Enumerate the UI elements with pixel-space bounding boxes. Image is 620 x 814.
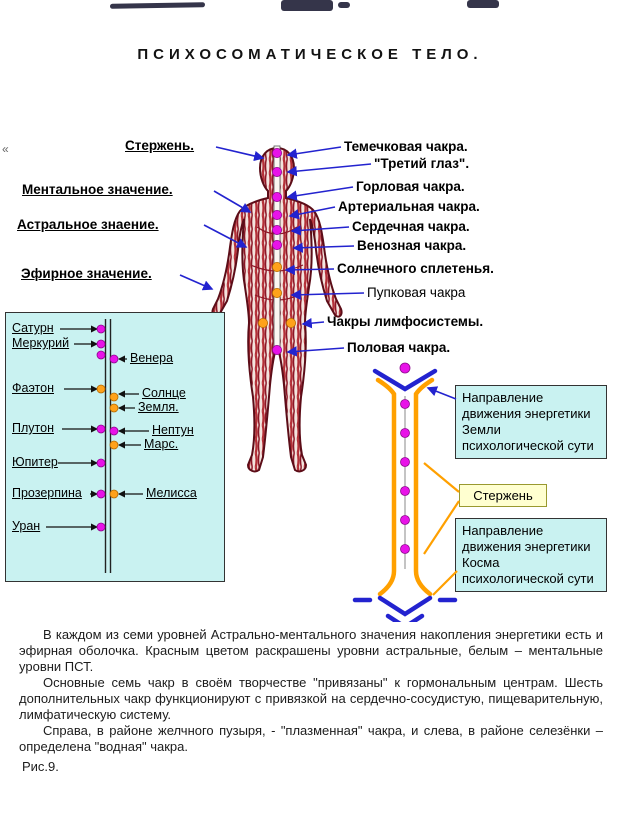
chakra-label-crown: Темечковая чакра. <box>344 139 468 154</box>
top-arrow-wings <box>372 368 438 392</box>
planet-jupiter: Юпитер <box>12 455 58 469</box>
planet-earth: Земля. <box>138 400 179 414</box>
page-title: ПСИХОСОМАТИЧЕСКОЕ ТЕЛО. <box>137 46 483 63</box>
planet-rod-graphic <box>46 319 149 573</box>
chakra-label-third-eye: "Третий глаз". <box>374 156 470 171</box>
panel-dots-magenta <box>96 324 119 532</box>
panel-arrows <box>46 325 149 531</box>
chakra-label-navel: Пупковая чакра <box>367 285 466 300</box>
planet-melissa: Мелисса <box>146 486 197 500</box>
planet-phaeton: Фаэтон <box>12 381 54 395</box>
chakra-dots-magenta <box>272 148 283 355</box>
chakra-label-venous: Венозная чакра. <box>357 238 467 253</box>
planet-proserpina: Прозерпина <box>12 486 82 500</box>
chakra-label-heart: Сердечная чакра. <box>352 219 470 234</box>
paragraph-3: Справа, в районе желчного пузыря, - "пла… <box>19 723 603 754</box>
label-rod: Стержень. <box>125 138 195 153</box>
scan-artifact <box>281 0 333 11</box>
scan-mark: « <box>2 142 9 156</box>
label-etheric: Эфирное значение. <box>21 266 152 281</box>
bottom-arrow-wings <box>352 595 458 622</box>
chakra-label-sexual: Половая чакра. <box>347 340 451 355</box>
planet-neptune: Нептун <box>152 423 194 437</box>
scan-artifact <box>109 2 206 9</box>
planet-mars: Марс. <box>144 437 179 451</box>
rod-chakra-dots <box>399 362 411 554</box>
body-figure <box>211 145 343 473</box>
label-mental: Ментальное значение. <box>22 182 173 197</box>
paragraph-2: Основные семь чакр в своём творчестве "п… <box>19 675 603 722</box>
planet-saturn: Сатурн <box>12 321 54 335</box>
planet-mercury: Меркурий <box>12 336 70 350</box>
planet-uranus: Уран <box>12 519 41 533</box>
planet-venus: Венера <box>130 351 174 365</box>
planet-pluto: Плутон <box>12 421 54 435</box>
label-astral: Астральное знаение. <box>17 217 159 232</box>
chakra-label-solar-plexus: Солнечного сплетенья. <box>337 261 494 276</box>
paragraph-1: В каждом из семи уровней Астрально-мента… <box>19 627 603 674</box>
cosmos-energy-box: Направление движения энергетики Косма пс… <box>455 518 607 592</box>
rod-note-box: Стержень <box>459 484 547 507</box>
panel-dots-orange <box>96 384 119 499</box>
planet-rod-panel: Сатурн Меркурий Фаэтон Плутон Юпитер Про… <box>5 312 225 582</box>
description-text: В каждом из семи уровней Астрально-мента… <box>19 627 603 774</box>
earth-energy-box: Направление движения энергетики Земли пс… <box>455 385 607 459</box>
chakra-label-lymph: Чакры лимфосистемы. <box>327 314 484 329</box>
chakra-label-throat: Горловая чакра. <box>356 179 465 194</box>
energy-rod-figure <box>352 362 458 622</box>
figure-caption: Рис.9. <box>22 759 59 774</box>
planet-sun: Солнце <box>142 386 186 400</box>
scan-artifact <box>467 0 499 8</box>
chakra-label-arterial: Артериальная чакра. <box>338 199 480 214</box>
rod-outline <box>375 377 435 597</box>
scan-artifact <box>338 2 350 8</box>
chakra-dots-orange <box>258 262 297 328</box>
